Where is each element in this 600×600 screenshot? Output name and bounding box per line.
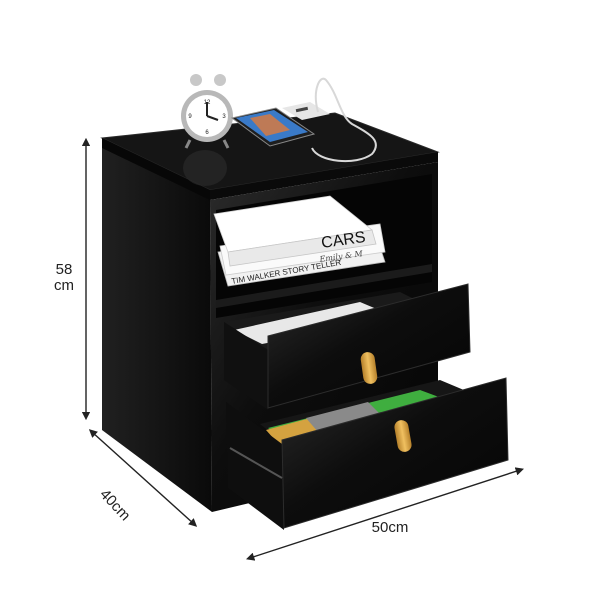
width-dimension-line (246, 467, 524, 561)
clock-numeral-9: 9 (188, 114, 192, 120)
lower-drawer-tray (306, 402, 380, 432)
height-value: 58 (55, 261, 73, 278)
book-stack (213, 195, 386, 287)
lower-drawer-handle[interactable] (393, 419, 412, 453)
clock-numeral-12: 12 (204, 100, 211, 106)
cabinet-top-front-edge (210, 152, 438, 200)
cabinet-side-panel (102, 142, 212, 512)
upper-drawer-handle[interactable] (360, 351, 378, 385)
smartphone (230, 107, 316, 147)
lower-drawer-side (226, 402, 284, 530)
clock-numeral-6: 6 (205, 130, 209, 136)
drawer-rail (229, 447, 283, 479)
cabinet-top-edge (102, 138, 210, 200)
usb-charging-ports (282, 102, 330, 120)
upper-drawer-front (267, 283, 471, 409)
upper-drawer-side (224, 322, 268, 410)
shelf-board (216, 264, 432, 308)
book-top-title: CARS (320, 229, 366, 252)
alarm-clock (181, 74, 233, 149)
width-dimension-label: 50cm (371, 519, 409, 536)
clock-numeral-3: 3 (222, 114, 226, 120)
depth-dimension-line (88, 429, 198, 527)
charging-cable (311, 77, 377, 163)
lower-drawer-front (281, 377, 509, 529)
dimension-lines (81, 137, 524, 561)
clock-reflection (183, 150, 227, 186)
height-unit: cm (54, 277, 74, 294)
height-dimension-label: 58 cm (44, 262, 84, 294)
